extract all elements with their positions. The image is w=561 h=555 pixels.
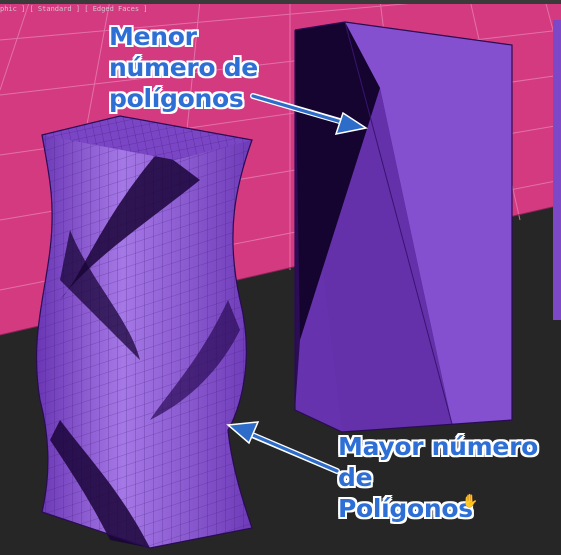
partial-object[interactable] <box>553 20 561 320</box>
low-poly-annotation: Menor número de polígonos <box>109 21 258 114</box>
high-poly-annotation-line: Polígonos <box>338 494 473 523</box>
high-poly-arrow <box>226 421 340 474</box>
low-poly-annotation-line: polígonos <box>109 84 244 113</box>
low-poly-box[interactable] <box>294 21 513 433</box>
hand-cursor-icon: ✋ <box>462 494 479 509</box>
high-poly-annotation-line: Mayor número <box>338 432 538 461</box>
viewport-mode-label[interactable]: phic ] [ Standard ] [ Edged Faces ] <box>0 5 148 13</box>
low-poly-annotation-line: número de <box>109 53 258 82</box>
low-poly-annotation-line: Menor <box>109 22 197 51</box>
high-poly-twisted-column[interactable] <box>35 115 253 549</box>
high-poly-annotation: Mayor número de Polígonos <box>338 431 538 524</box>
low-poly-arrow <box>250 93 368 135</box>
high-poly-annotation-line: de <box>338 463 373 492</box>
